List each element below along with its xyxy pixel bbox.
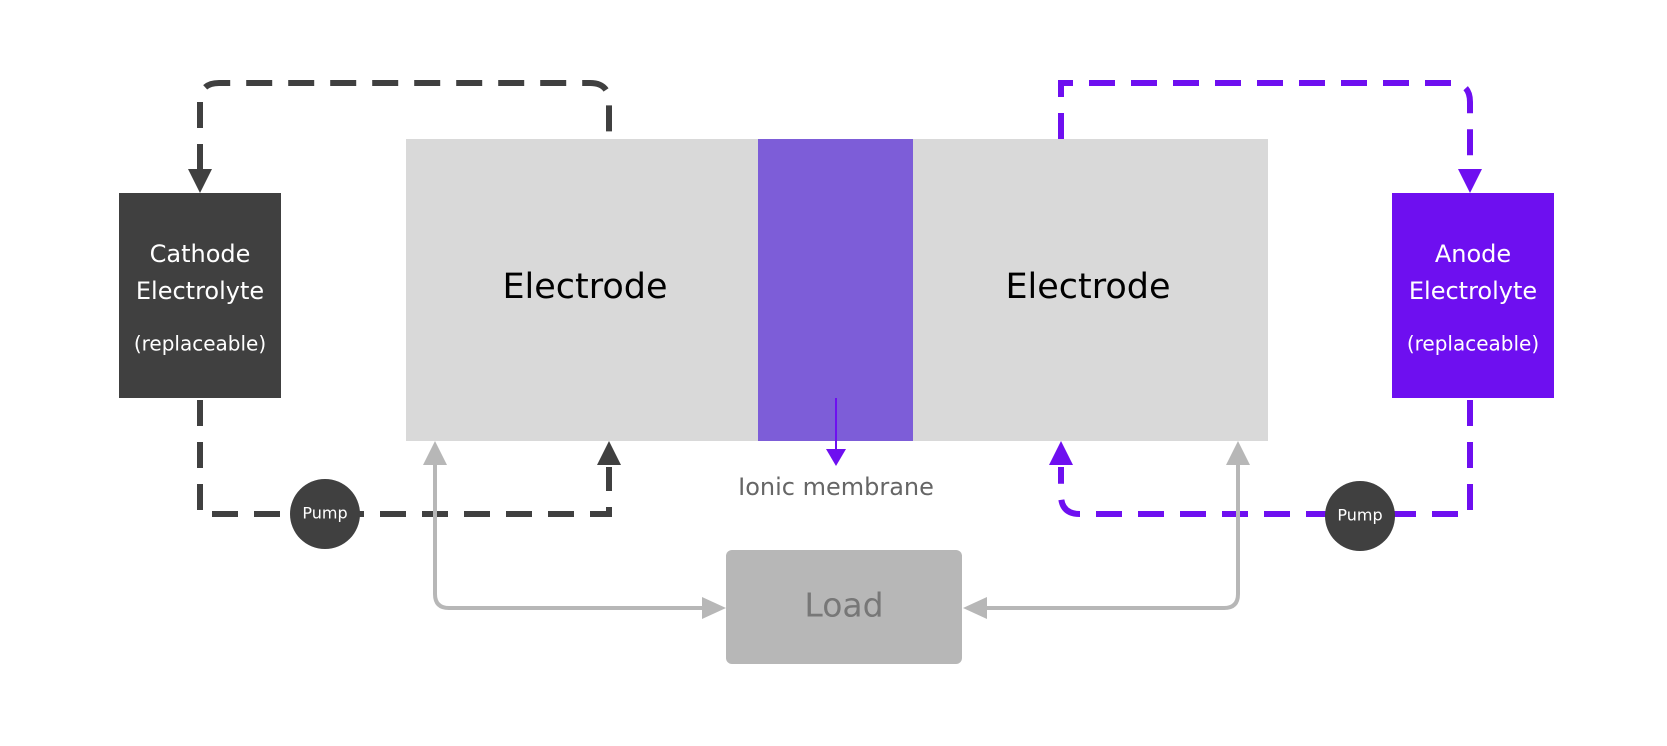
right-electrode bbox=[913, 139, 1268, 441]
ionic-membrane bbox=[758, 139, 913, 441]
anode-tank-title-line2: Electrolyte bbox=[1409, 277, 1537, 305]
left-pump bbox=[290, 479, 360, 549]
right-pump bbox=[1325, 481, 1395, 551]
membrane-pointer-arrow bbox=[826, 449, 846, 466]
left-electrode bbox=[406, 139, 758, 441]
anode-inflow-arrow bbox=[1458, 169, 1482, 193]
right-pump-label: Pump bbox=[1337, 506, 1382, 525]
cathode-tank-title-line2: Electrolyte bbox=[136, 277, 264, 305]
anode-tank-note: (replaceable) bbox=[1407, 332, 1539, 356]
right-electrode-label: Electrode bbox=[1005, 267, 1170, 307]
membrane-label: Ionic membrane bbox=[738, 473, 934, 501]
right-wire-arrow-left bbox=[963, 597, 987, 619]
load-box bbox=[726, 550, 962, 664]
anode-tank-title-line1: Anode bbox=[1435, 240, 1511, 268]
anode-top-return-line bbox=[1058, 80, 1473, 170]
cathode-tank-title-line1: Cathode bbox=[150, 240, 251, 268]
anode-outflow-arrow bbox=[1049, 441, 1073, 465]
cathode-tank-note: (replaceable) bbox=[134, 332, 266, 356]
right-wire-arrow-up bbox=[1226, 441, 1250, 465]
left-wire bbox=[433, 460, 706, 610]
right-wire bbox=[985, 460, 1240, 610]
left-pump-label: Pump bbox=[302, 504, 347, 523]
load-label: Load bbox=[804, 586, 883, 625]
left-wire-arrow-up bbox=[423, 441, 447, 465]
anode-tank bbox=[1392, 193, 1554, 398]
cathode-outflow-arrow bbox=[597, 441, 621, 465]
cathode-tank bbox=[119, 193, 281, 398]
left-wire-arrow-right bbox=[702, 597, 726, 619]
anode-bottom-supply-line bbox=[1058, 400, 1473, 517]
cathode-inflow-arrow bbox=[188, 169, 212, 193]
left-electrode-label: Electrode bbox=[502, 267, 667, 307]
cathode-bottom-supply-line bbox=[197, 400, 612, 517]
